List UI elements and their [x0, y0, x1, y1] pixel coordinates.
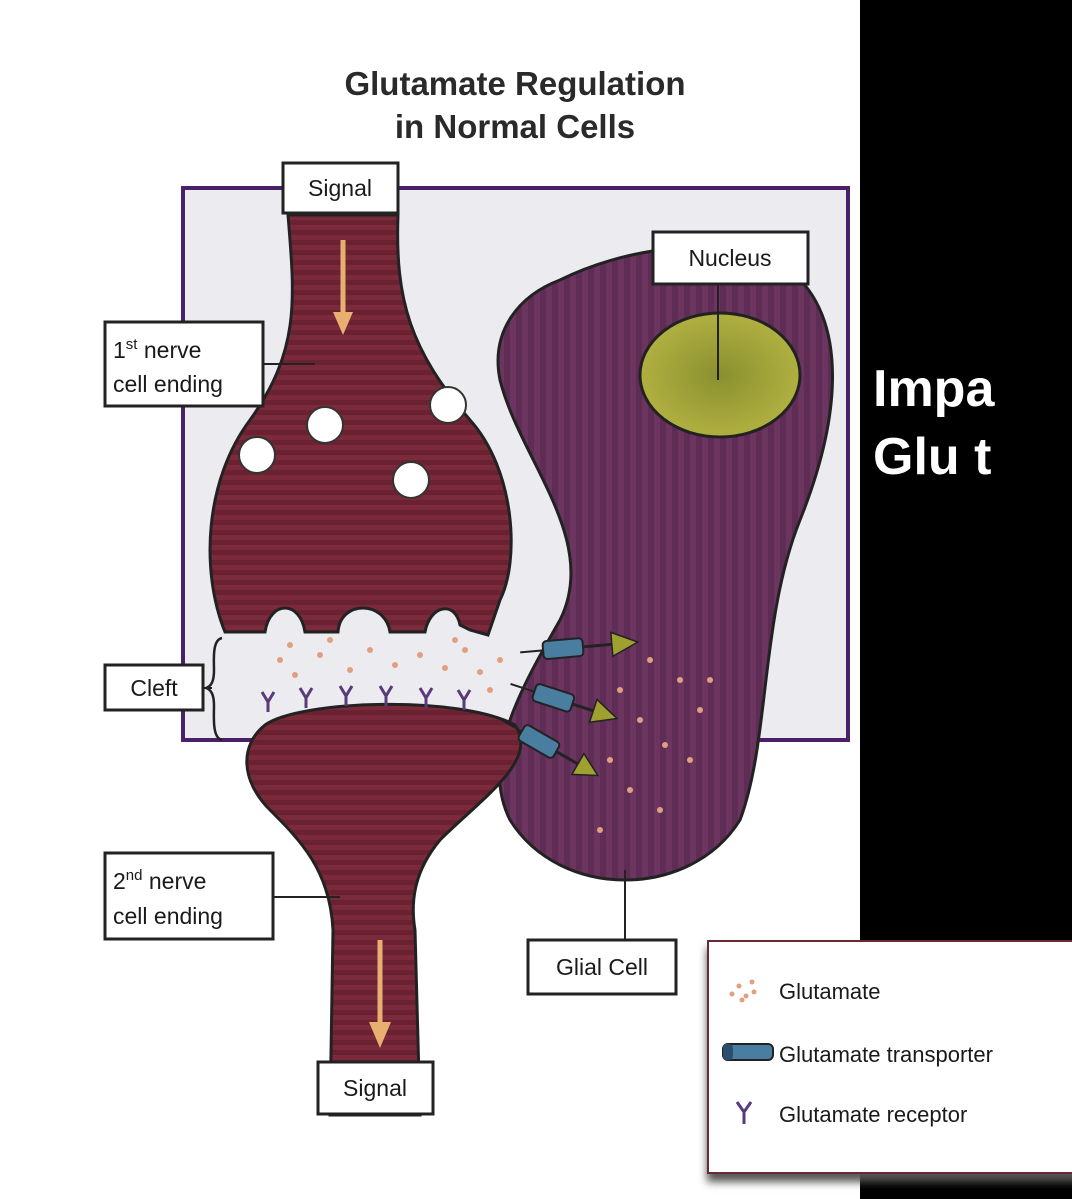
legend: Glutamate Glutamate transporter Glutamat… — [707, 940, 1072, 1174]
diagram-title-line1: Glutamate Regulation — [344, 65, 685, 102]
legend-item-receptor: Glutamate receptor — [709, 1090, 967, 1140]
legend-item-glutamate: Glutamate — [709, 967, 881, 1017]
svg-text:cell ending: cell ending — [113, 371, 223, 397]
svg-text:Cleft: Cleft — [130, 675, 178, 701]
svg-text:Signal: Signal — [308, 175, 372, 201]
label-second-nerve-ending: 2nd nerve cell ending — [105, 853, 340, 939]
slide-heading-line2: Glu t — [873, 423, 994, 491]
svg-text:Glial Cell: Glial Cell — [556, 954, 648, 980]
label-glial-cell: Glial Cell — [528, 870, 676, 994]
svg-text:cell ending: cell ending — [113, 903, 223, 929]
legend-label-glutamate: Glutamate — [779, 979, 881, 1005]
transporter-icon — [717, 1040, 779, 1070]
glutamate-dots-icon — [709, 974, 779, 1010]
svg-text:Nucleus: Nucleus — [688, 245, 771, 271]
legend-item-transporter: Glutamate transporter — [717, 1030, 993, 1080]
legend-label-transporter: Glutamate transporter — [779, 1042, 993, 1068]
slide-heading-line1: Impa — [873, 355, 994, 423]
label-signal-bottom: Signal — [318, 1062, 433, 1114]
diagram-title-line2: in Normal Cells — [395, 108, 635, 145]
receptor-icon — [709, 1097, 779, 1133]
slide-heading: Impa Glu t — [873, 355, 994, 491]
svg-text:Signal: Signal — [343, 1075, 407, 1101]
second-nerve-ending — [247, 704, 521, 1115]
legend-label-receptor: Glutamate receptor — [779, 1102, 967, 1128]
label-signal-top: Signal — [283, 163, 398, 213]
nucleus — [640, 313, 800, 437]
